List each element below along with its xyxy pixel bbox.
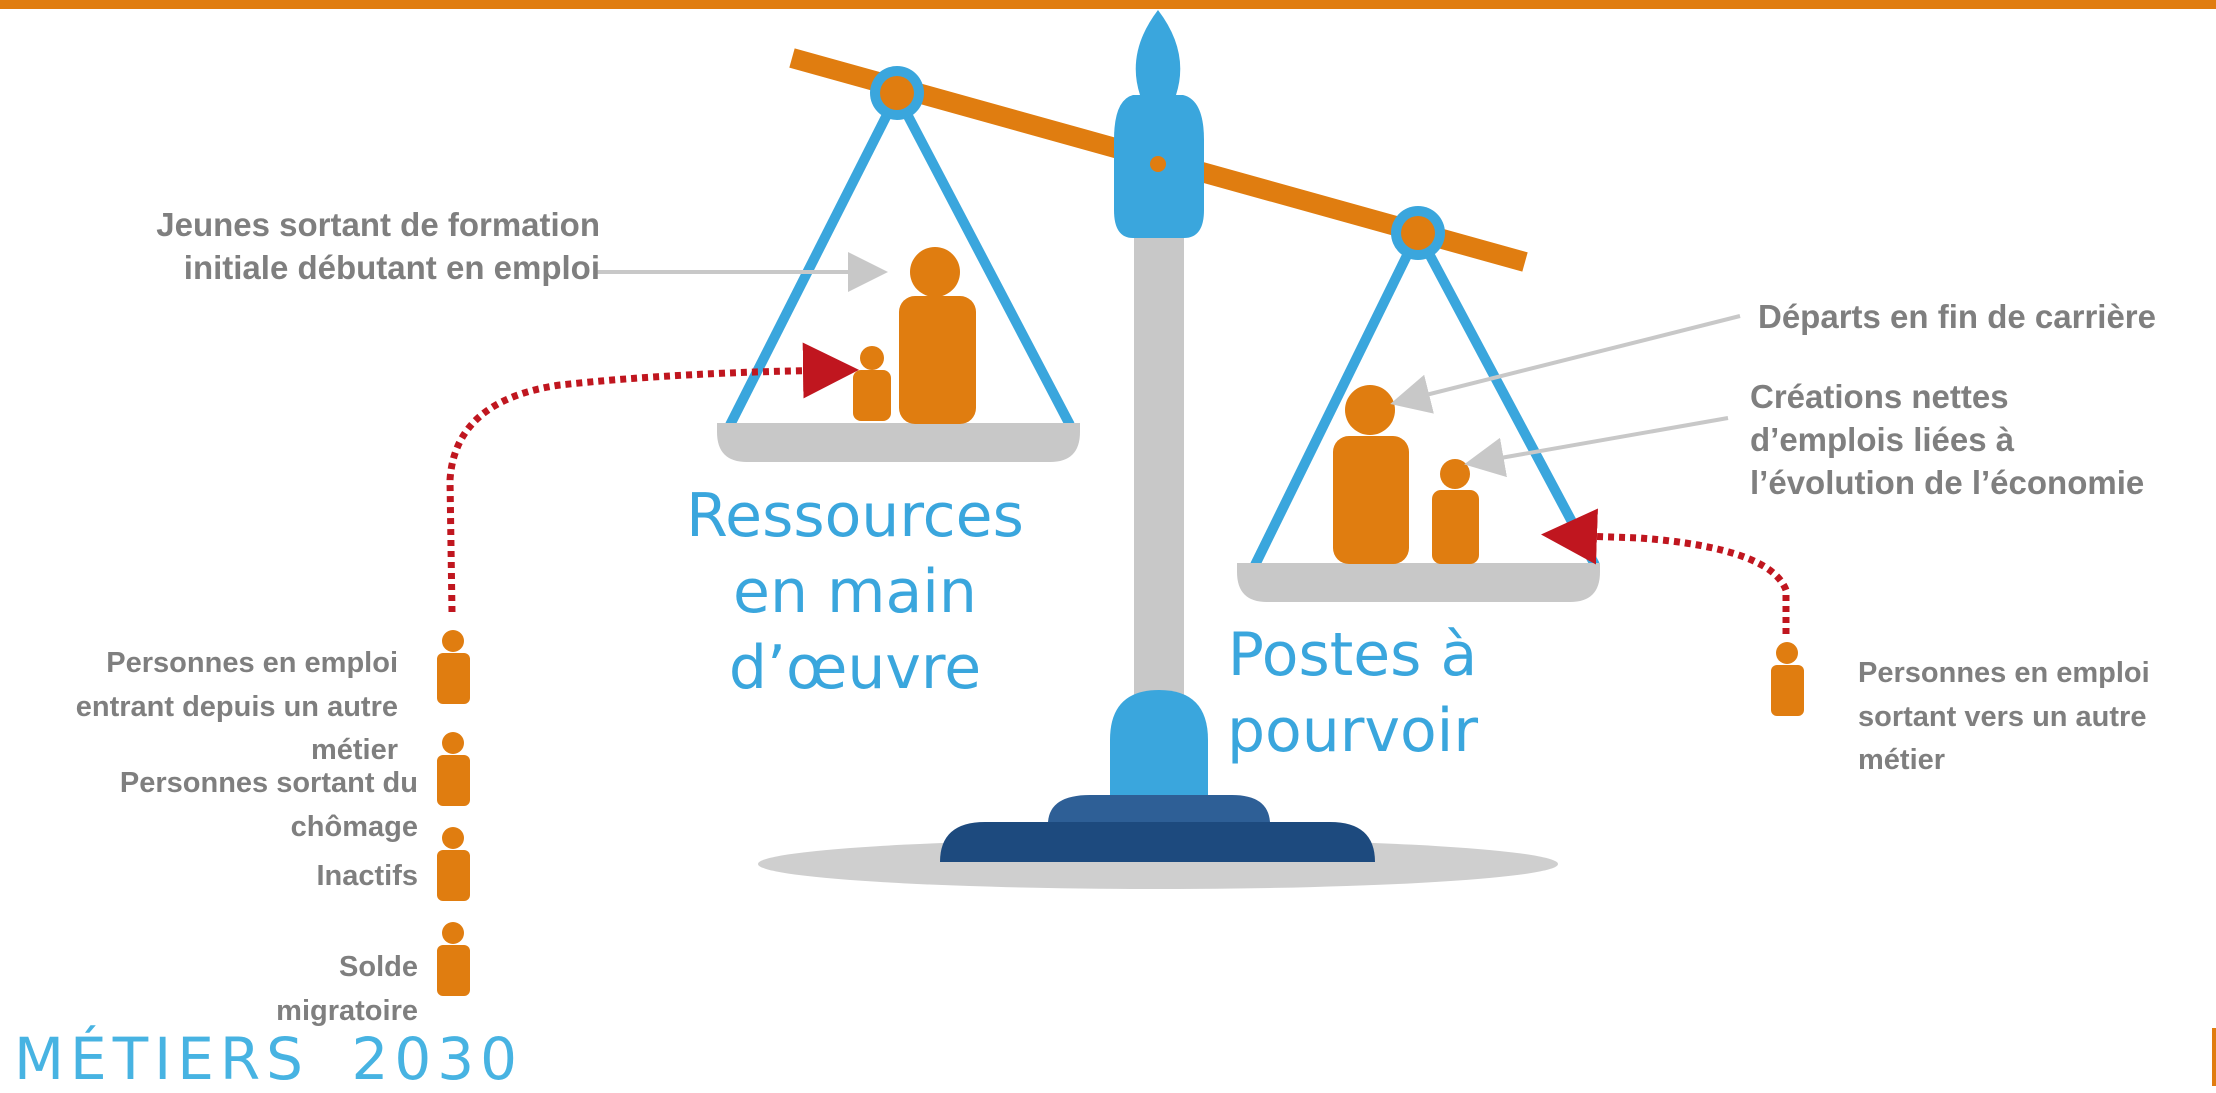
scale-finial bbox=[1135, 10, 1181, 95]
scale-base bbox=[940, 822, 1375, 862]
label-creations-line1: Créations nettes bbox=[1750, 378, 2009, 415]
arrow-departs bbox=[1390, 314, 1741, 414]
label-jeunes: Jeunes sortant de formation initiale déb… bbox=[40, 204, 600, 290]
label-chomage-line2: chômage bbox=[290, 810, 418, 843]
column-foot bbox=[1110, 690, 1208, 795]
scale-base-top bbox=[1048, 795, 1270, 822]
person-icon-large-right bbox=[1333, 385, 1409, 564]
label-creations-line2: d’emplois liées à bbox=[1750, 420, 2015, 458]
right-pan-title-line1: Postes à bbox=[1227, 620, 1478, 690]
label-sortant: Personnes en emploi sortant vers un autr… bbox=[1858, 652, 2198, 783]
right-pan-title-line2: pourvoir bbox=[1226, 696, 1479, 767]
label-creations: Créations nettes d’emplois liées à l’évo… bbox=[1750, 376, 2216, 505]
left-pan-title-line2: en main bbox=[733, 557, 977, 628]
label-sortant-line2: sortant vers un autre bbox=[1858, 700, 2147, 733]
label-creations-line3: l’évolution de l’économie bbox=[1750, 463, 2145, 501]
label-jeunes-line1: Jeunes sortant de formation bbox=[156, 206, 600, 243]
person-icon-small-right bbox=[1432, 459, 1479, 564]
left-pan-title-line1: Ressources bbox=[686, 481, 1024, 551]
label-sortant-line3: métier bbox=[1858, 744, 1946, 776]
metiers-2030-logo: MÉTIERS 2030 bbox=[14, 1030, 523, 1088]
person-icon-sortant bbox=[1771, 642, 1804, 716]
logo-word: MÉTIERS bbox=[14, 1025, 309, 1093]
label-solde-line2: migratoire bbox=[276, 994, 418, 1027]
label-chomage: Personnes sortant du chômage bbox=[40, 762, 418, 849]
label-entrant-line3: métier bbox=[310, 734, 398, 766]
person-icon-small-left bbox=[853, 346, 891, 421]
arrow-creations bbox=[1464, 416, 1729, 478]
logo-number: 2030 bbox=[351, 1025, 524, 1093]
label-chomage-line1: Personnes sortant du bbox=[119, 767, 418, 799]
person-icon-chomage bbox=[437, 732, 470, 806]
label-jeunes-line2: initiale débutant en emploi bbox=[183, 248, 600, 286]
top-accent-bar bbox=[0, 0, 2216, 9]
dotted-arrow-right bbox=[1541, 508, 1790, 634]
corner-accent bbox=[2212, 1028, 2216, 1086]
label-sortant-line1: Personnes en emploi bbox=[1858, 657, 2150, 689]
label-solde-line1: Solde bbox=[339, 951, 418, 983]
right-pan bbox=[1237, 563, 1600, 602]
label-inactifs: Inactifs bbox=[316, 860, 418, 892]
person-icon-solde bbox=[437, 922, 470, 996]
label-departs: Départs en fin de carrière bbox=[1758, 298, 2156, 335]
person-icon-inactifs bbox=[437, 827, 470, 901]
person-icon-large-left bbox=[899, 247, 976, 424]
dotted-arrow-left bbox=[446, 342, 859, 613]
label-solde: Solde migratoire bbox=[40, 946, 418, 1033]
right-pan-title: Postes à pourvoir bbox=[1195, 617, 1510, 769]
label-entrant-line2: entrant depuis un autre bbox=[75, 690, 398, 723]
scale-column bbox=[1134, 228, 1184, 728]
label-entrant-line1: Personnes en emploi bbox=[106, 647, 398, 679]
left-pan-title-line3: d’œuvre bbox=[728, 633, 982, 704]
person-icon-entrant bbox=[437, 630, 470, 704]
label-entrant: Personnes en emploi entrant depuis un au… bbox=[10, 642, 398, 773]
left-pan-title: Ressources en main d’œuvre bbox=[660, 478, 1050, 707]
left-pan bbox=[717, 423, 1080, 462]
